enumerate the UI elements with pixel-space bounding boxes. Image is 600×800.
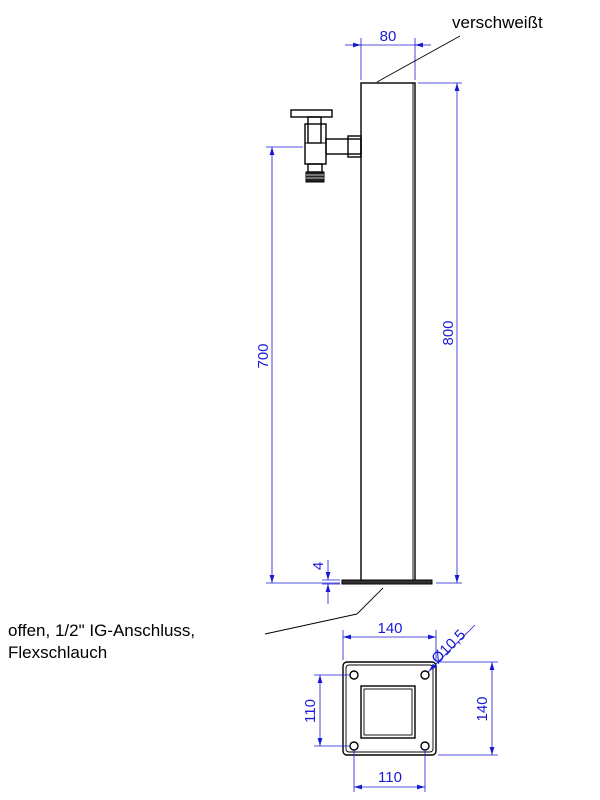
dim-hole-spacing-vertical: 110 — [302, 674, 350, 747]
dim-plate-width-label: 140 — [377, 620, 402, 637]
dim-post-height: 800 — [418, 82, 462, 584]
dim-post-width: 80 — [345, 28, 431, 80]
note-open-line2: Flexschlauch — [8, 643, 107, 662]
note-welded-label: verschweißt — [452, 13, 543, 32]
plate-outline — [342, 661, 437, 756]
note-welded: verschweißt — [376, 13, 543, 83]
dim-tap-height: 700 — [255, 146, 340, 584]
note-open-connection: offen, 1/2" IG-Anschluss, Flexschlauch — [8, 587, 384, 662]
post-side-view — [341, 82, 433, 585]
dim-hole-spacing-vertical-label: 110 — [302, 699, 319, 723]
note-open-line1: offen, 1/2" IG-Anschluss, — [8, 621, 195, 640]
dim-plate-width: 140 — [342, 620, 437, 660]
dim-hole-spacing-horizontal-label: 110 — [378, 769, 402, 786]
post-body — [360, 82, 416, 584]
base-plate-side — [341, 579, 433, 585]
dim-plate-thickness: 4 — [310, 560, 340, 604]
dim-hole-diameter-label: Ø10,5 — [428, 626, 469, 667]
dim-plate-height-label: 140 — [474, 696, 491, 721]
base-plate-top-view — [342, 661, 437, 756]
dim-plate-thickness-label: 4 — [310, 562, 327, 570]
dim-post-width-label: 80 — [380, 28, 397, 45]
plate-inner-outline — [345, 664, 434, 753]
tap-icon — [290, 109, 362, 183]
dim-plate-height: 140 — [438, 661, 498, 756]
dim-tap-height-label: 700 — [255, 343, 272, 368]
dim-post-height-label: 800 — [440, 320, 457, 345]
post-footprint — [360, 685, 416, 739]
dim-hole-spacing-horizontal: 110 — [353, 750, 426, 792]
dim-hole-diameter: Ø10,5 — [427, 624, 476, 673]
